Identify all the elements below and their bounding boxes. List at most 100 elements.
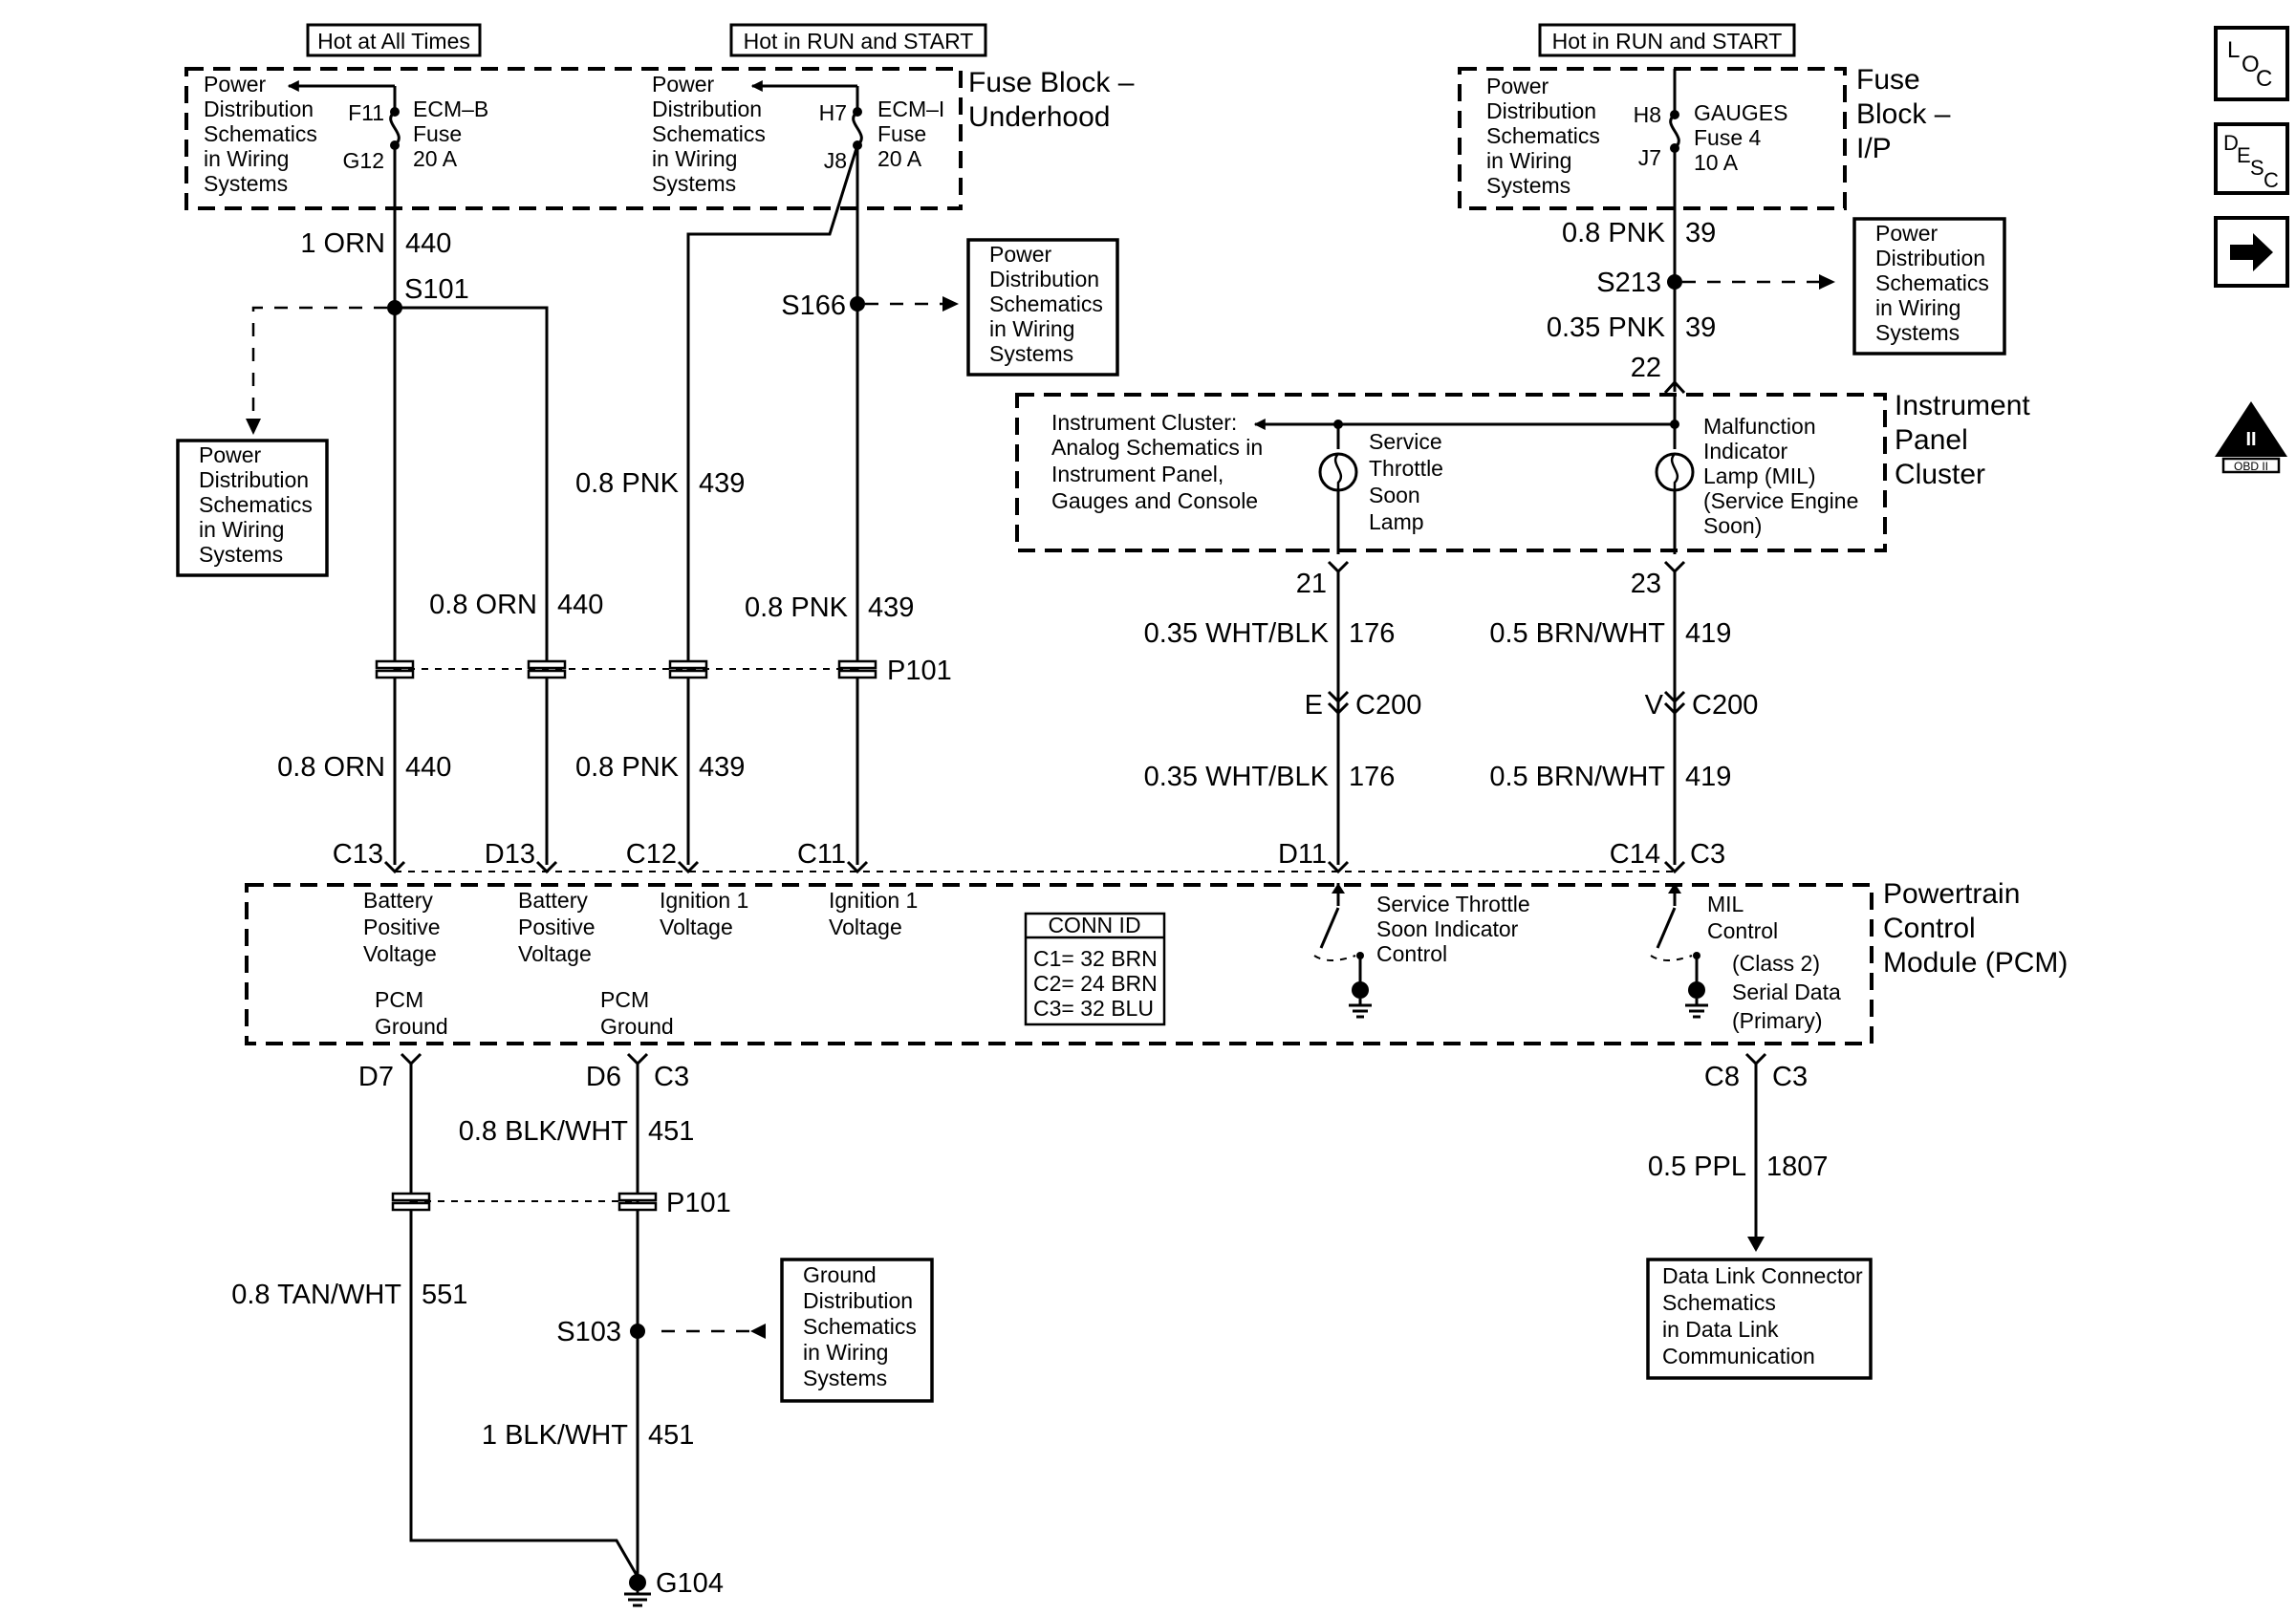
svg-text:Distribution: Distribution — [1486, 98, 1596, 123]
svg-text:L: L — [2227, 37, 2240, 63]
svg-text:in Wiring: in Wiring — [199, 517, 284, 542]
svg-text:Positive: Positive — [363, 915, 441, 939]
svg-text:Distribution: Distribution — [989, 267, 1099, 291]
svg-text:S103: S103 — [556, 1317, 621, 1347]
svg-text:(Class 2): (Class 2) — [1732, 951, 1820, 976]
svg-text:Power: Power — [204, 72, 267, 97]
pcm-title: Powertrain — [1883, 878, 2020, 910]
svg-text:440: 440 — [405, 752, 451, 783]
pcm-battery-voltage-2: Battery Positive Voltage — [518, 888, 596, 966]
svg-text:20 A: 20 A — [877, 146, 922, 171]
svg-text:0.8 PNK: 0.8 PNK — [1562, 218, 1666, 248]
malfunction-indicator-lamp: Malfunction Indicator Lamp (MIL) (Servic… — [1655, 414, 1858, 554]
svg-text:0.8 ORN: 0.8 ORN — [429, 590, 537, 620]
svg-text:MIL: MIL — [1707, 892, 1744, 916]
svg-text:Throttle: Throttle — [1369, 456, 1443, 481]
svg-text:Analog Schematics in: Analog Schematics in — [1051, 435, 1263, 460]
header-hot-run-start-ip: Hot in RUN and START — [1538, 23, 1796, 57]
ipc-analog-ref: Instrument Cluster: Analog Schematics in… — [1051, 410, 1263, 513]
svg-text:Control: Control — [1883, 913, 1976, 944]
svg-text:Voltage: Voltage — [363, 941, 437, 966]
pcm-ignition-voltage-2: Ignition 1 Voltage — [829, 888, 918, 939]
wire-439-left — [686, 144, 859, 865]
fuse-block-underhood-title-2: Underhood — [968, 101, 1110, 133]
c200-label-e: C200 — [1355, 690, 1421, 721]
svg-text:20 A: 20 A — [413, 146, 458, 171]
svg-text:in Wiring: in Wiring — [1486, 148, 1571, 173]
fuse-block-ip-outline — [1458, 67, 1847, 210]
svg-text:D: D — [2223, 131, 2239, 155]
svg-text:Fuse: Fuse — [413, 121, 462, 146]
svg-text:440: 440 — [557, 590, 603, 620]
svg-text:in Wiring: in Wiring — [652, 146, 737, 171]
svg-text:Fuse: Fuse — [877, 121, 926, 146]
svg-text:in Wiring: in Wiring — [989, 316, 1074, 341]
svg-text:I/P: I/P — [1856, 133, 1892, 164]
pcm-pin-c12: C12 — [626, 839, 677, 870]
svg-text:Schematics: Schematics — [1875, 270, 1989, 295]
svg-text:Schematics: Schematics — [1486, 123, 1600, 148]
fuse-pin-j8: J8 — [824, 148, 847, 173]
svg-text:CONN ID: CONN ID — [1048, 913, 1140, 937]
svg-text:Lamp: Lamp — [1369, 509, 1424, 534]
svg-text:Ignition 1: Ignition 1 — [660, 888, 748, 913]
svg-text:ECM–I: ECM–I — [877, 97, 944, 121]
splice-s103 — [630, 1324, 645, 1339]
power-distribution-ref-s213: Power Distribution Schematics in Wiring … — [1852, 217, 2006, 355]
svg-text:Power: Power — [652, 72, 715, 97]
c200-label-v: C200 — [1692, 690, 1758, 721]
header-hot-at-all-times: Hot at All Times — [306, 23, 482, 57]
svg-text:1807: 1807 — [1766, 1152, 1829, 1182]
svg-text:II: II — [2245, 429, 2256, 450]
svg-text:176: 176 — [1349, 618, 1395, 649]
svg-text:Serial Data: Serial Data — [1732, 980, 1841, 1004]
svg-text:Systems: Systems — [199, 542, 283, 567]
description-icon[interactable]: D E S C — [2214, 122, 2289, 195]
fuse-block-ip-title: Fuse — [1856, 64, 1920, 96]
svg-text:0.5 BRN/WHT: 0.5 BRN/WHT — [1489, 762, 1665, 792]
obd-ii-icon: II OBD II — [2215, 401, 2287, 474]
svg-text:39: 39 — [1685, 218, 1716, 248]
pcm-conn-c3-top: C3 — [1690, 839, 1725, 870]
fuse-block-underhood-outline — [184, 67, 963, 210]
service-throttle-control-switch: Service Throttle Soon Indicator Control — [1313, 883, 1530, 1019]
instrument-panel-cluster-outline — [1015, 393, 1887, 552]
pcm-ground-2: PCM Ground — [600, 987, 674, 1039]
svg-text:Battery: Battery — [363, 888, 433, 913]
c200-pin-e: E — [1305, 690, 1323, 721]
svg-text:451: 451 — [648, 1116, 694, 1147]
svg-text:0.8 PNK: 0.8 PNK — [575, 468, 680, 499]
svg-text:419: 419 — [1685, 618, 1731, 649]
pcm-ignition-voltage-1: Ignition 1 Voltage — [660, 888, 748, 939]
arrow-right-icon[interactable] — [2214, 216, 2289, 288]
svg-text:Distribution: Distribution — [803, 1288, 913, 1313]
svg-text:0.8 ORN: 0.8 ORN — [277, 752, 385, 783]
splice-s213 — [1667, 274, 1682, 290]
svg-text:Soon): Soon) — [1703, 513, 1762, 538]
svg-text:439: 439 — [868, 592, 914, 623]
ipc-pin-22: 22 — [1631, 353, 1661, 383]
fuse-ecm-b: F11 G12 ECM–B Fuse 20 A — [343, 86, 488, 208]
wire-440-branch — [395, 306, 549, 865]
pcm-pin-c8: C8 — [1704, 1062, 1740, 1092]
svg-text:(Primary): (Primary) — [1732, 1008, 1823, 1033]
svg-text:PCM: PCM — [600, 987, 649, 1012]
power-distribution-ref-b: Power Distribution Schematics in Wiring … — [652, 72, 857, 196]
svg-text:Power: Power — [1486, 74, 1549, 98]
pcm-pin-c13: C13 — [333, 839, 383, 870]
power-distribution-ref-a: Power Distribution Schematics in Wiring … — [204, 72, 395, 196]
svg-text:Positive: Positive — [518, 915, 596, 939]
svg-text:419: 419 — [1685, 762, 1731, 792]
svg-text:in Data Link: in Data Link — [1662, 1317, 1779, 1342]
svg-text:439: 439 — [699, 752, 745, 783]
svg-text:Schematics: Schematics — [199, 492, 313, 517]
svg-text:Block –: Block – — [1856, 98, 1951, 130]
location-icon[interactable]: L O C — [2214, 26, 2289, 101]
c200-pin-v: V — [1645, 690, 1664, 721]
svg-text:Fuse 4: Fuse 4 — [1694, 125, 1762, 150]
pcm-outline — [245, 883, 1874, 1045]
connector-p101-lower-pins — [391, 1192, 658, 1212]
svg-text:Power: Power — [199, 442, 262, 467]
svg-text:Communication: Communication — [1662, 1344, 1815, 1368]
